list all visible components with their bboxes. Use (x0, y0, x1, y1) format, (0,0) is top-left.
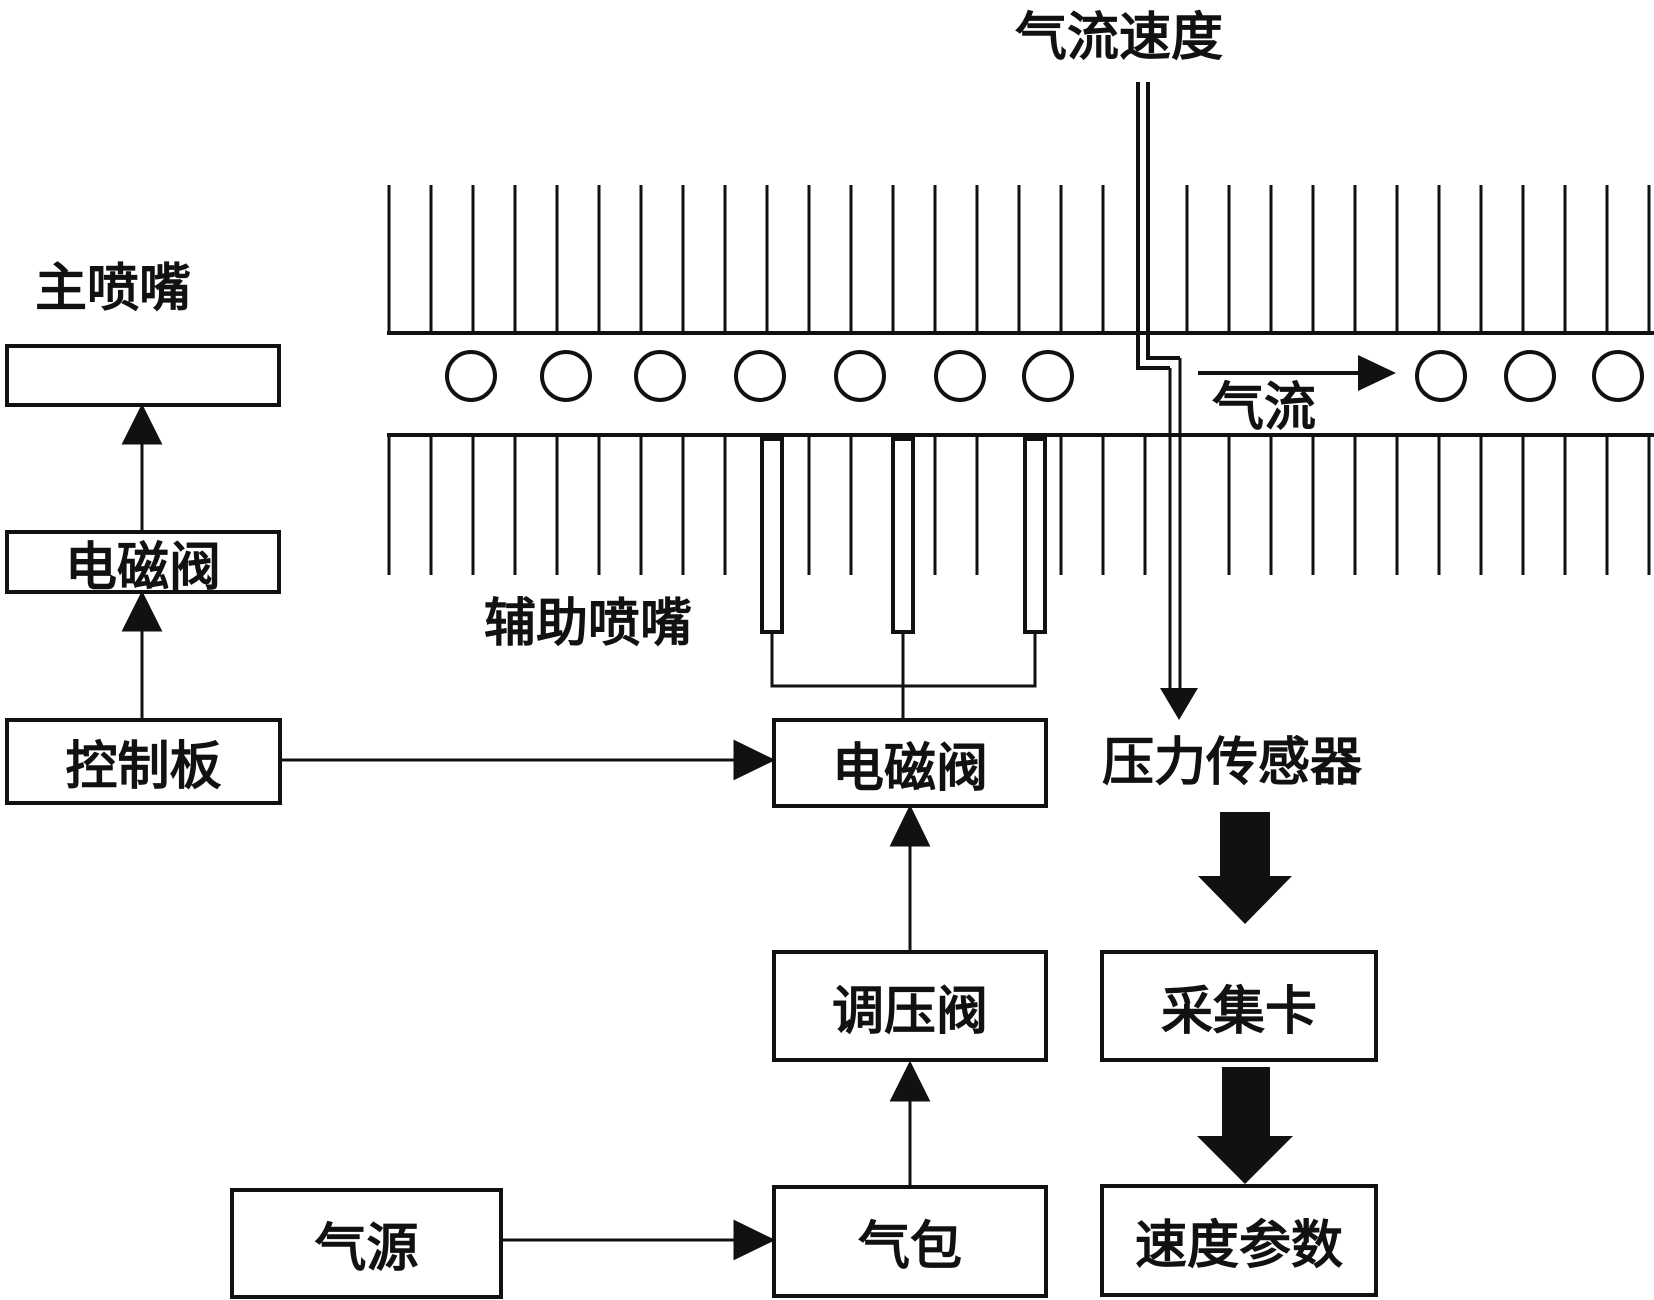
reed-upper (387, 185, 1654, 335)
aux-nozzle-2 (891, 437, 915, 634)
daq-card-box: 采集卡 (1100, 950, 1378, 1062)
main-nozzle-label: 主喷嘴 (35, 259, 192, 319)
air-source-box: 气源 (230, 1188, 503, 1299)
main-nozzle-box (5, 344, 281, 407)
aux-nozzle-label: 辅助喷嘴 (484, 594, 693, 654)
airflow-arrow (1198, 355, 1396, 391)
airflow-speed-probe (1136, 82, 1198, 720)
reed-hole (1592, 350, 1644, 402)
reed-hole (634, 350, 686, 402)
reed-hole (734, 350, 786, 402)
aux-solenoid-box: 电磁阀 (772, 718, 1048, 808)
daq-to-params-block-arrow (1197, 1067, 1293, 1184)
main-chain-arrows (121, 403, 163, 720)
reed-lower (387, 433, 1654, 575)
airflow-label: 气流 (1212, 378, 1317, 438)
tank-to-regulator-arrow (889, 1060, 931, 1185)
source-to-tank-arrow (502, 1219, 776, 1261)
regulator-to-solenoid-arrow (889, 804, 931, 950)
control-to-solenoid-arrow (282, 739, 776, 781)
aux-nozzles (760, 437, 1047, 634)
reed-profile-holes (445, 350, 1644, 402)
reed-hole (934, 350, 986, 402)
sensor-to-daq-block-arrow (1198, 812, 1292, 924)
pressure-regulator-box: 调压阀 (772, 950, 1048, 1062)
reed-hole (1504, 350, 1556, 402)
pressure-sensor-label: 压力传感器 (1102, 733, 1363, 793)
reed-hole (1022, 350, 1074, 402)
aux-manifold (770, 632, 1037, 720)
control-board-box: 控制板 (5, 718, 282, 805)
reed-hole (445, 350, 497, 402)
main-solenoid-box: 电磁阀 (5, 530, 281, 598)
reed-hole (540, 350, 592, 402)
speed-params-box: 速度参数 (1100, 1184, 1378, 1297)
reed-hole (834, 350, 886, 402)
reed-hole (1415, 350, 1467, 402)
aux-nozzle-3 (1023, 437, 1047, 634)
aux-nozzle-1 (760, 437, 784, 634)
airflow-speed-label: 气流速度 (1015, 8, 1224, 68)
air-tank-box: 气包 (772, 1185, 1048, 1298)
